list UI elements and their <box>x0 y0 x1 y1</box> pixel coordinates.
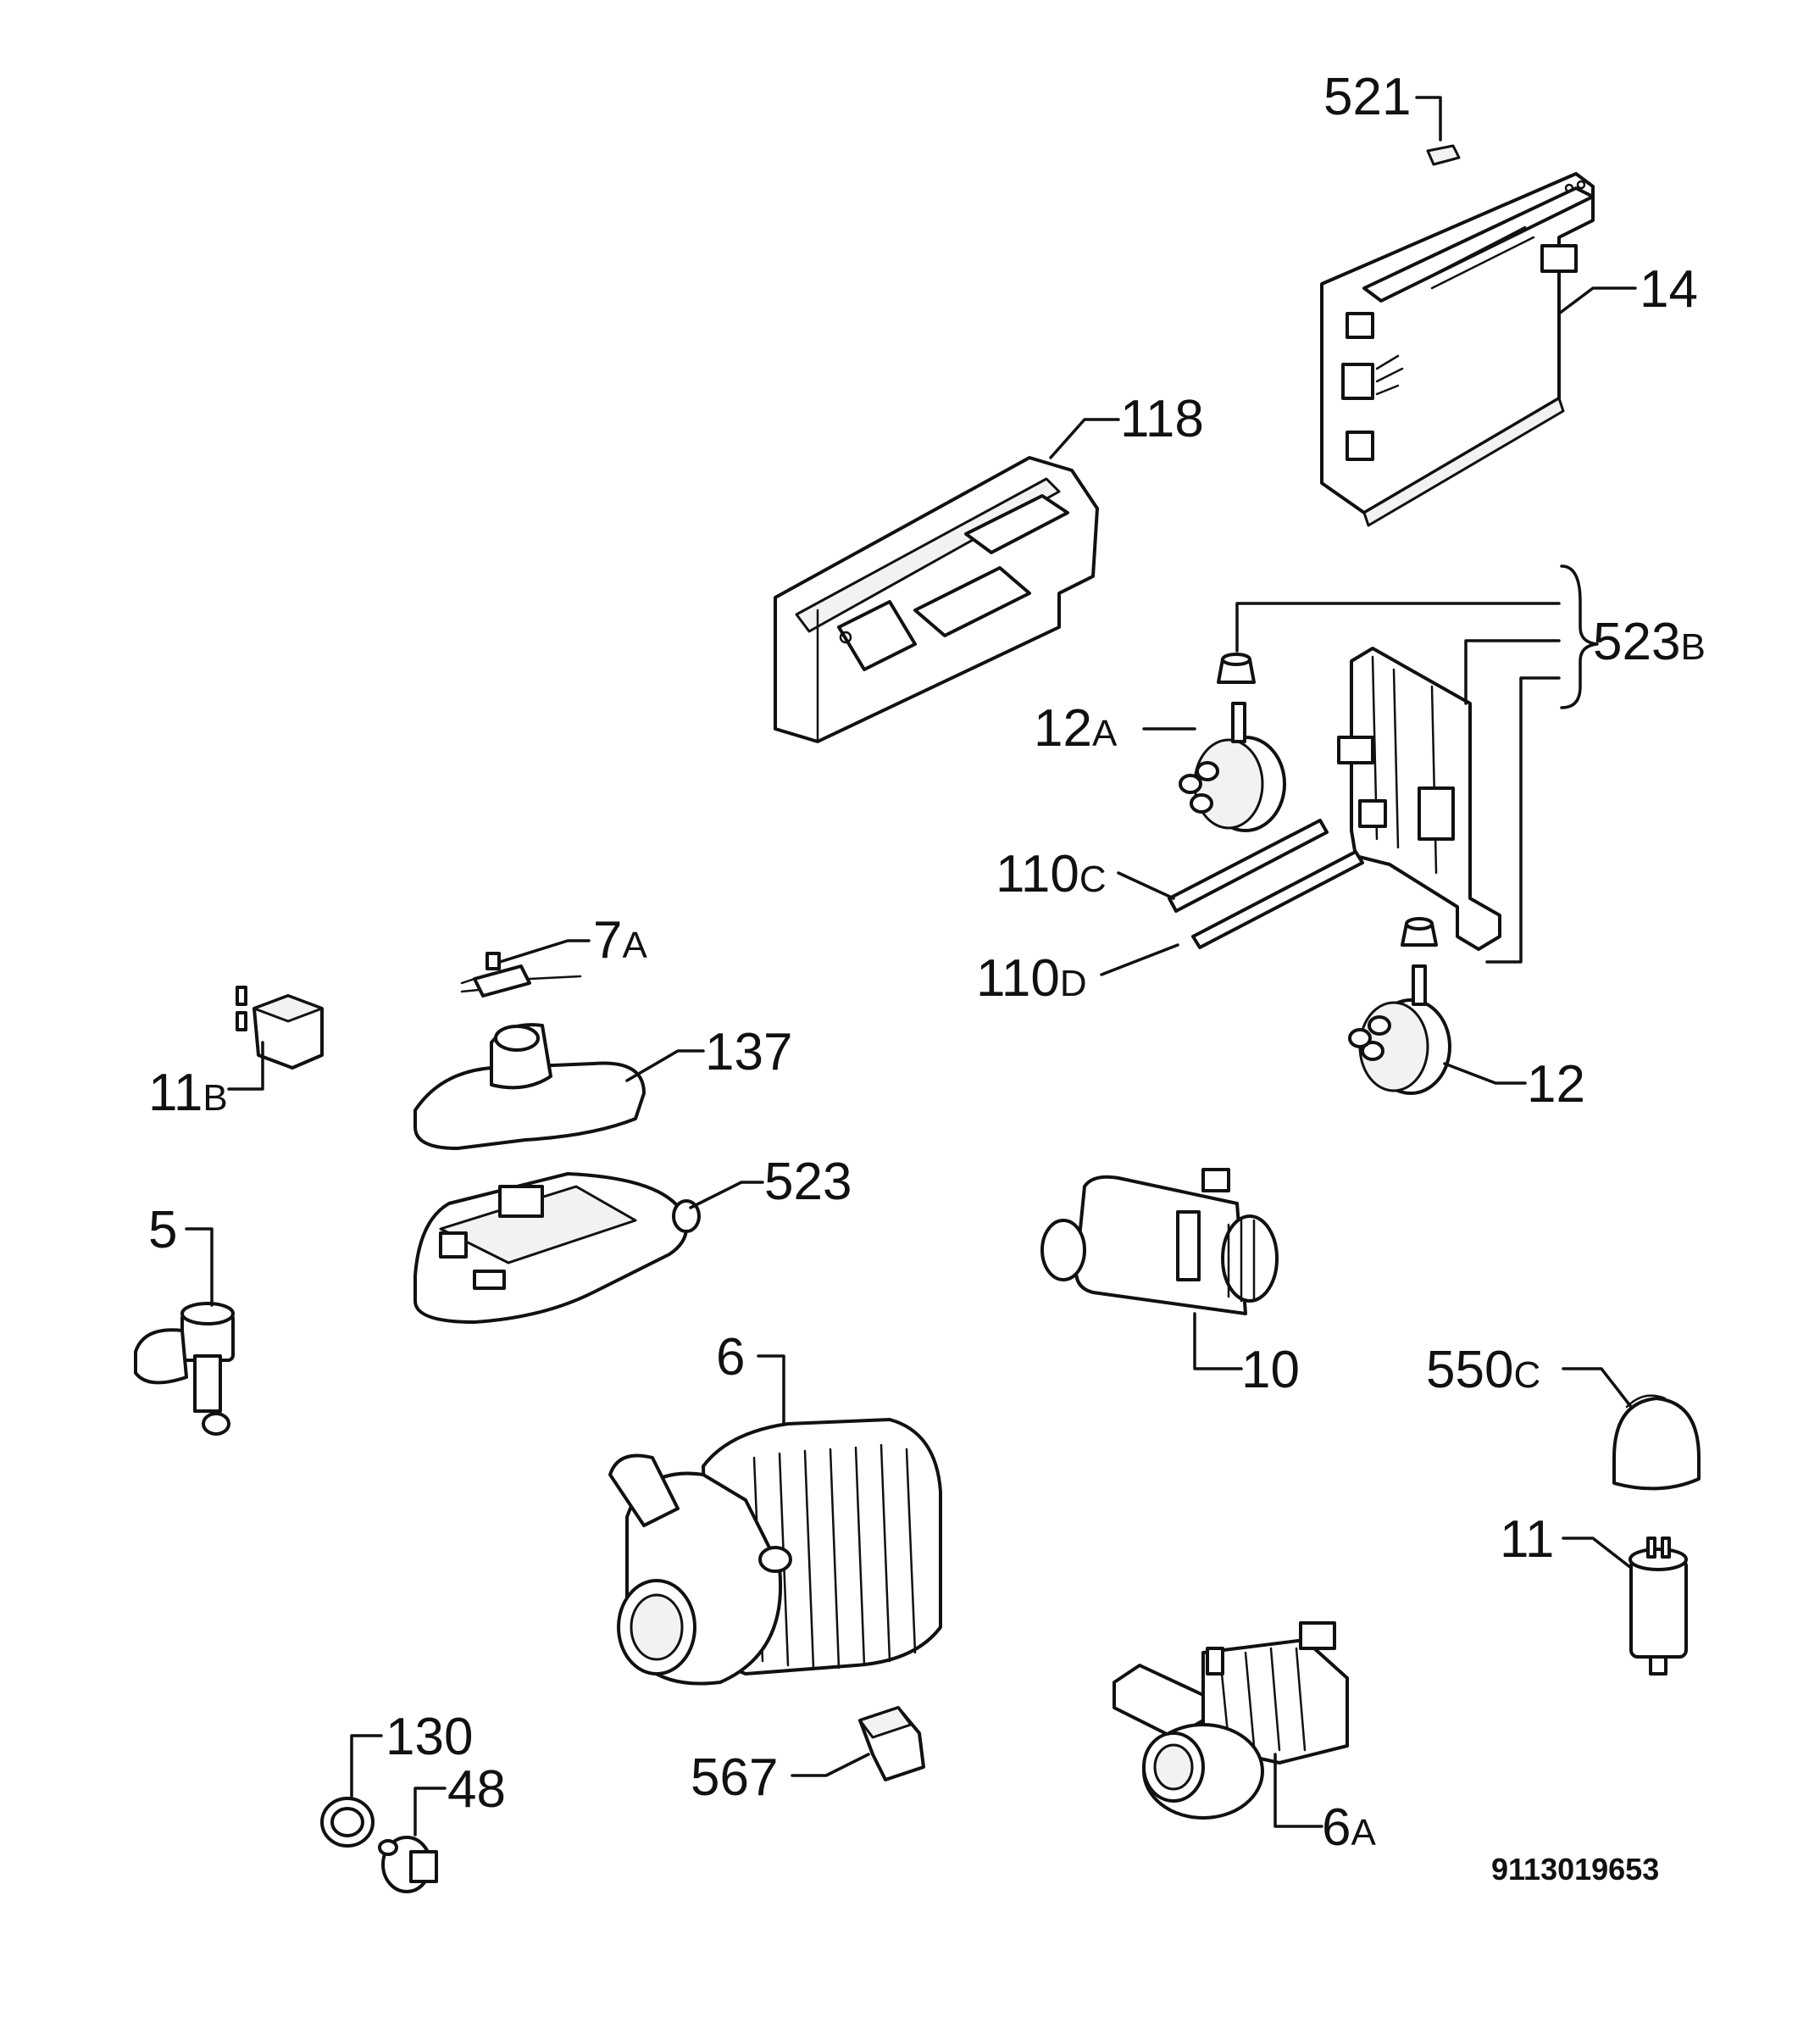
label-7a: 7A <box>593 911 647 970</box>
label-48: 48 <box>447 1760 506 1819</box>
label-11b: 11B <box>148 1064 228 1122</box>
part-12a-pressure-switch: 12A <box>1034 699 1286 832</box>
label-110d: 110D <box>976 949 1087 1008</box>
label-6a: 6A <box>1322 1798 1376 1857</box>
part-130-seal-ring: 130 <box>320 1708 473 1848</box>
label-11: 11 <box>1500 1510 1554 1569</box>
label-110c: 110C <box>996 845 1107 903</box>
label-118: 118 <box>1120 390 1204 448</box>
part-48-plug: 48 <box>378 1760 506 1893</box>
label-567: 567 <box>691 1748 778 1807</box>
part-550c-cap: 550C <box>1426 1341 1701 1491</box>
label-523b: 523B <box>1593 613 1706 671</box>
label-523: 523 <box>764 1153 852 1211</box>
part-6a-drain-pump: 6A <box>1113 1621 1376 1857</box>
part-11b-relay: 11B <box>148 986 324 1122</box>
label-12a: 12A <box>1034 699 1118 758</box>
label-137: 137 <box>705 1023 792 1081</box>
label-10: 10 <box>1241 1341 1300 1399</box>
part-110c-110d-tubes: 110C 110D <box>976 819 1364 1008</box>
part-7a-sensor: 7A <box>460 911 647 998</box>
part-14-electronic-module: 14 <box>1320 172 1698 527</box>
part-118-panel: 118 <box>774 390 1204 743</box>
part-523-tray: 523 <box>413 1153 852 1324</box>
document-number: 9113019653 <box>1491 1852 1659 1887</box>
label-6: 6 <box>716 1328 745 1387</box>
part-521: 521 <box>1323 68 1461 166</box>
part-137-cover: 137 <box>413 1023 792 1150</box>
part-5-inlet-valve: 5 <box>134 1201 235 1436</box>
label-550c: 550C <box>1426 1341 1540 1399</box>
label-130: 130 <box>386 1708 473 1766</box>
label-12: 12 <box>1527 1055 1585 1114</box>
part-567-clip: 567 <box>691 1706 925 1807</box>
label-14: 14 <box>1640 260 1698 319</box>
part-523b-bracket-group: 523B <box>1235 564 1706 964</box>
part-523b-plug-lower <box>1401 917 1438 947</box>
part-10-heater: 10 <box>1040 1168 1300 1399</box>
label-5: 5 <box>148 1201 177 1259</box>
label-521: 521 <box>1323 68 1411 126</box>
part-11-capacitor: 11 <box>1500 1510 1688 1676</box>
part-6-circulation-pump: 6 <box>608 1328 942 1686</box>
part-12-pressure-switch: 12 <box>1348 964 1585 1114</box>
part-523b-plug-upper <box>1217 653 1256 684</box>
